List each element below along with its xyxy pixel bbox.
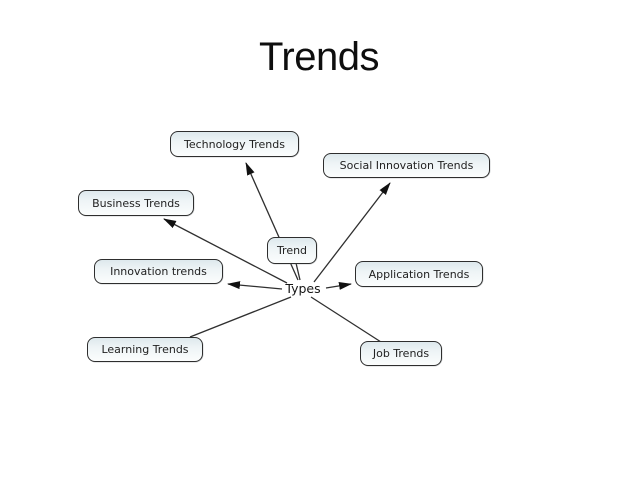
node-trend-root: Trend <box>267 237 317 264</box>
node-learning-trends: Learning Trends <box>87 337 203 362</box>
node-label: Learning Trends <box>101 343 189 356</box>
edge-trend-types <box>295 262 301 281</box>
node-job-trends: Job Trends <box>360 341 442 366</box>
node-innovation-trends: Innovation trends <box>94 259 223 284</box>
node-label: Job Trends <box>372 347 430 360</box>
node-label: Business Trends <box>92 196 180 210</box>
node-label: Application Trends <box>368 267 470 281</box>
node-social-innovation-trends: Social Innovation Trends <box>323 153 490 178</box>
edge-types-social-innovation-trends <box>313 182 391 283</box>
edge-types-application-trends <box>325 281 352 290</box>
node-label: Innovation trends <box>110 265 207 278</box>
node-technology-trends: Technology Trends <box>170 131 299 157</box>
types-anchor-label: Types <box>285 281 321 296</box>
node-business-trends: Business Trends <box>78 190 194 216</box>
page-title: Trends <box>258 35 380 79</box>
node-label: Social Innovation Trends <box>339 159 474 172</box>
node-label: Trend <box>276 244 308 257</box>
edge-types-innovation-trends <box>227 281 283 290</box>
node-label: Technology Trends <box>184 137 285 151</box>
node-application-trends: Application Trends <box>355 261 483 287</box>
edge-types-job-trends <box>310 296 382 343</box>
edge-types-learning-trends <box>189 296 292 338</box>
edge-types-business-trends <box>163 218 288 284</box>
